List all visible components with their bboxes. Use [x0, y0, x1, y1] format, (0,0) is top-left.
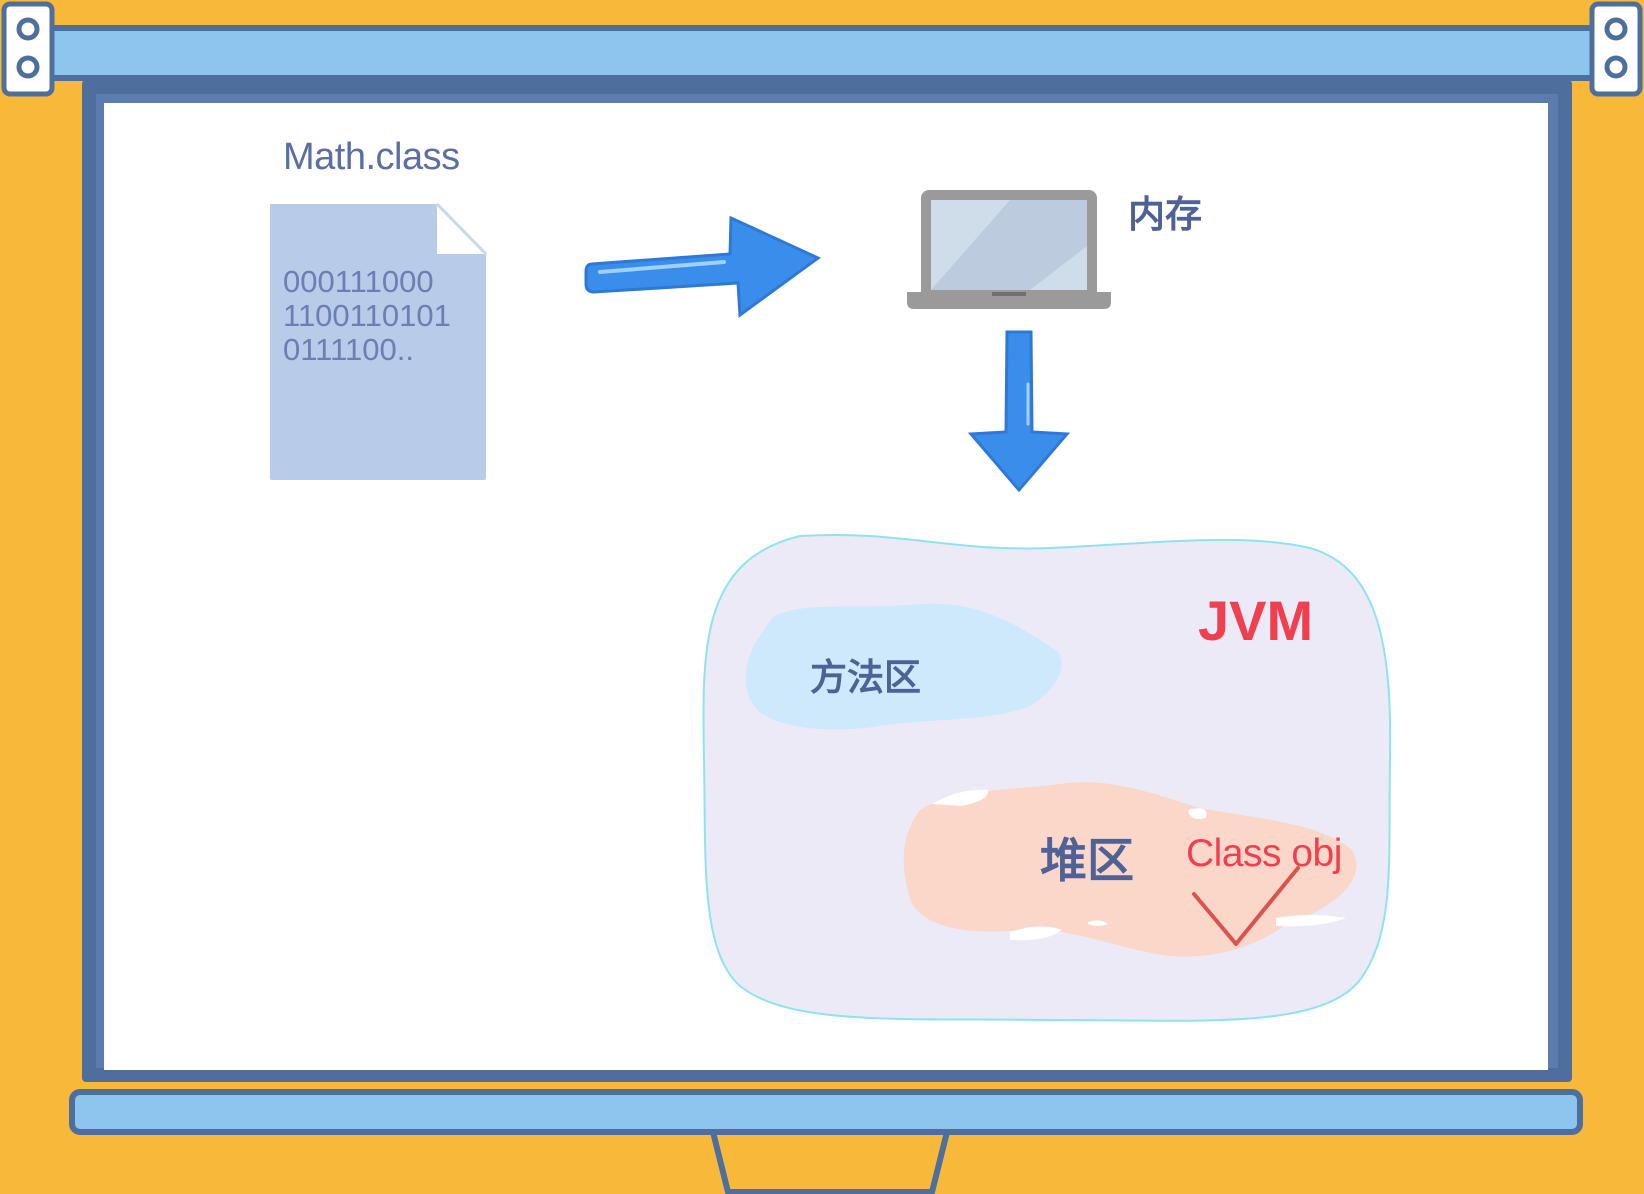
heap-area	[903, 782, 1357, 957]
memory-label: 内存	[1128, 193, 1202, 236]
heap-area-label: 堆区	[1040, 834, 1134, 889]
heap-highlights	[932, 789, 1346, 941]
check-mark-icon	[1192, 866, 1300, 946]
file-title: Math.class	[283, 136, 460, 178]
method-area-label: 方法区	[810, 656, 921, 699]
right-clip-icon	[1589, 1, 1643, 97]
binary-line: 000111000	[283, 264, 434, 299]
binary-line: 1100110101	[283, 298, 451, 333]
method-area	[745, 603, 1062, 730]
binary-line: 0111100..	[283, 332, 415, 367]
laptop-icon	[907, 190, 1111, 309]
file-binary-content: 000111000 1100110101 0111100..	[283, 265, 451, 367]
class-obj-label: Class obj	[1186, 832, 1342, 875]
file-document-icon	[270, 202, 488, 480]
right-arrow-icon	[584, 215, 821, 318]
down-arrow-icon	[967, 330, 1071, 493]
jvm-label: JVM	[1198, 589, 1314, 652]
left-clip-icon	[1, 1, 55, 97]
bottom-rail	[69, 1089, 1583, 1135]
top-rail	[27, 25, 1623, 81]
board-stand	[708, 1125, 952, 1194]
